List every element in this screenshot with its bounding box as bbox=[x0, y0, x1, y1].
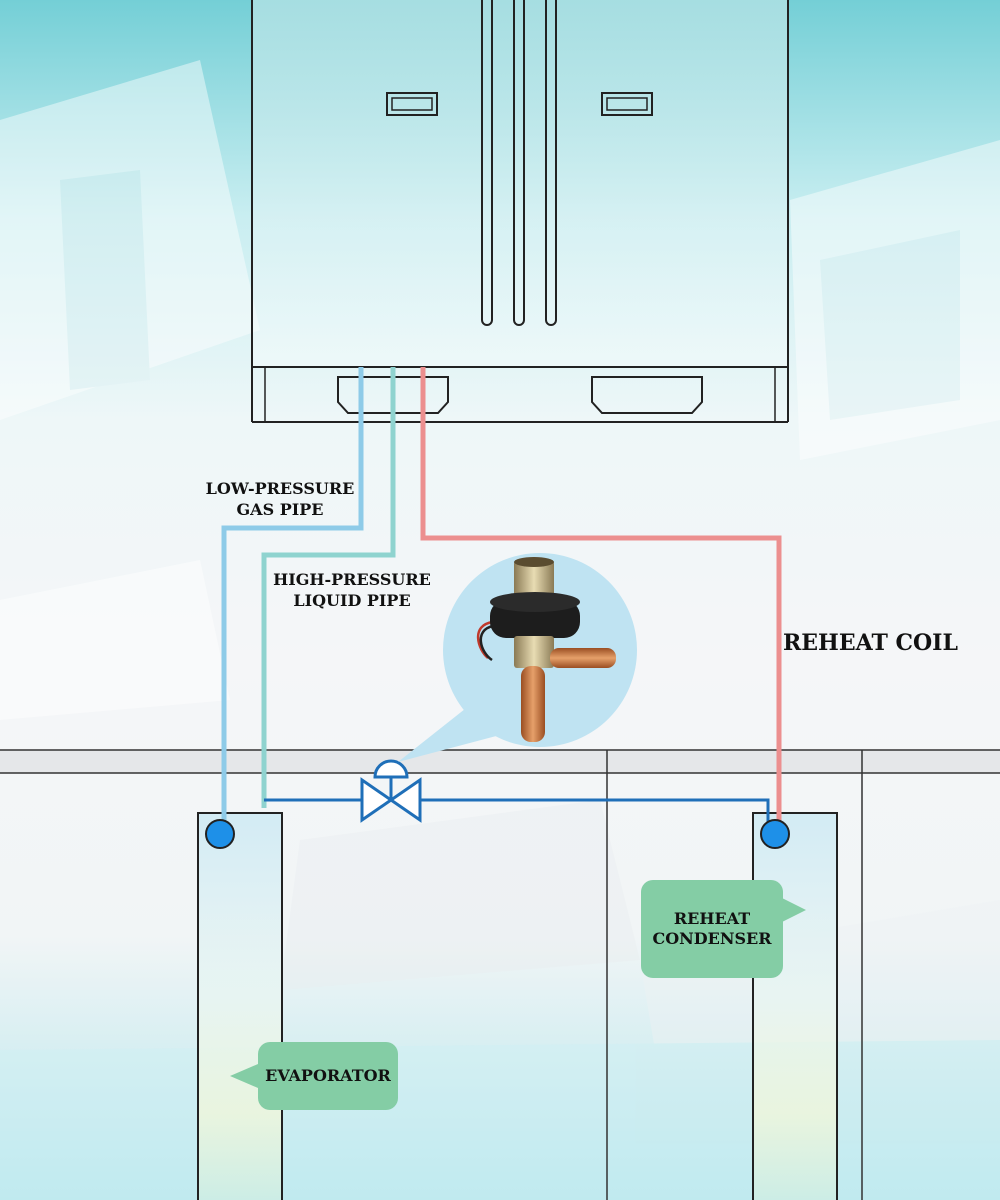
reheat-condenser-coil bbox=[752, 812, 838, 1200]
unit-base-drawer-right bbox=[591, 376, 703, 414]
unit-base-drawer-left bbox=[337, 376, 449, 414]
low-pressure-gas-pipe-label: LOW-PRESSURE GAS PIPE bbox=[195, 478, 365, 520]
evaporator-port bbox=[205, 819, 235, 849]
unit-vent-right bbox=[601, 92, 653, 116]
evaporator-callout: EVAPORATOR bbox=[258, 1042, 398, 1110]
air-conditioning-unit-icon bbox=[251, 0, 789, 423]
low-pressure-gas-pipe bbox=[221, 367, 364, 822]
unit-vent-left bbox=[386, 92, 438, 116]
high-pressure-label-line-2: LIQUID PIPE bbox=[293, 591, 411, 610]
unit-handle-right bbox=[545, 0, 557, 326]
reheat-condenser-callout-pointer bbox=[782, 898, 806, 922]
evaporator-coil bbox=[197, 812, 283, 1200]
low-pressure-label-line-1: LOW-PRESSURE bbox=[205, 479, 355, 498]
reheat-condenser-label-line-2: CONDENSER bbox=[652, 929, 772, 948]
high-pressure-liquid-pipe-label: HIGH-PRESSURE LIQUID PIPE bbox=[262, 569, 442, 611]
floor-structure bbox=[0, 749, 1000, 1200]
reheat-condenser-port bbox=[760, 819, 790, 849]
reheat-condenser-label-line-1: REHEAT bbox=[673, 909, 751, 928]
expansion-valve-icon bbox=[360, 759, 422, 823]
unit-handle-center bbox=[513, 0, 525, 326]
solenoid-valve-photo-icon bbox=[476, 557, 616, 742]
low-pressure-label-line-2: GAS PIPE bbox=[236, 500, 324, 519]
reheat-condenser-callout: REHEAT CONDENSER bbox=[641, 880, 783, 978]
unit-handle-left bbox=[481, 0, 493, 326]
evaporator-callout-pointer bbox=[230, 1064, 258, 1088]
evaporator-label: EVAPORATOR bbox=[265, 1066, 391, 1085]
high-pressure-label-line-1: HIGH-PRESSURE bbox=[273, 570, 431, 589]
reheat-coil-label: REHEAT COIL bbox=[783, 630, 958, 656]
reheat-coil-pipe bbox=[420, 367, 782, 826]
valve-line-right bbox=[421, 798, 770, 828]
high-pressure-liquid-pipe bbox=[261, 367, 396, 808]
